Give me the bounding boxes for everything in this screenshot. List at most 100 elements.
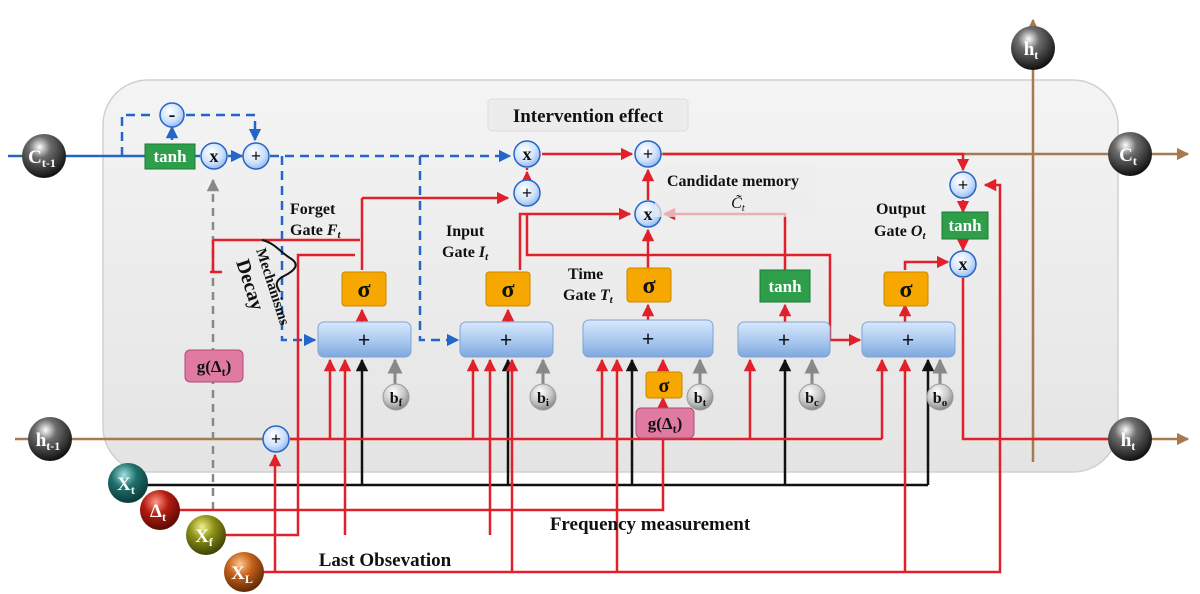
h-out-top-node <box>1011 26 1055 70</box>
gate-labels: Forget Gate Ft Input Gate It Time Gate T… <box>290 201 926 306</box>
input-sigma-box <box>485 271 531 307</box>
output-plus: + <box>902 327 915 352</box>
g-delta-left-label: g(Δt) <box>197 357 232 379</box>
title-box <box>487 98 689 132</box>
forget-plus: + <box>358 327 371 352</box>
time-sigma-box <box>626 267 672 303</box>
bias-node-o <box>926 383 954 411</box>
output-plus-sign: + <box>958 175 968 195</box>
input-gate-box <box>459 321 554 358</box>
output-gate-box <box>861 321 956 358</box>
output-times-sign: x <box>959 254 968 274</box>
operator-signs: - x + x + + x + x + <box>169 104 968 449</box>
input-node-delta <box>140 490 180 530</box>
candidate-tanh-box <box>759 269 811 303</box>
bias-label-t: bt <box>694 390 707 409</box>
sigma-labels: σ σ σ σ σ <box>357 273 912 397</box>
blue-dashed-paths <box>120 113 512 347</box>
bias-node-i <box>529 383 557 411</box>
delta-sigma: σ <box>659 375 670 397</box>
cell-plus-operator <box>634 140 662 168</box>
minus-sign: - <box>169 104 176 126</box>
input-label-delta: Δt <box>150 501 166 524</box>
c-prev-node <box>22 134 66 178</box>
bias-nodes <box>382 383 954 411</box>
tanh-boxes <box>144 143 989 303</box>
output-tanh: tanh <box>948 216 982 235</box>
operators <box>159 102 977 453</box>
gate-plus-signs: + + + + + <box>358 326 915 352</box>
g-delta-box-center <box>635 407 695 439</box>
bias-label-i: bi <box>537 390 549 409</box>
output-sigma: σ <box>899 277 912 303</box>
bias-node-c <box>798 383 826 411</box>
output-tanh-box <box>941 211 989 240</box>
bias-label-o: bo <box>933 390 948 409</box>
g-delta-boxes <box>184 349 695 439</box>
h-prev-label: ht-1 <box>36 430 61 453</box>
h-out-right-node <box>1108 417 1152 461</box>
bias-node-f <box>382 383 410 411</box>
time-sigma: σ <box>642 273 655 299</box>
candidate-memory-label: Candidate memory <box>667 173 799 190</box>
forget-gate-label: Forget <box>290 201 336 218</box>
forget-times-sign: x <box>523 144 532 164</box>
cell-panel <box>102 79 1119 473</box>
candidate-gate-box <box>737 321 831 358</box>
bias-node-t <box>686 383 714 411</box>
h-prev-node <box>28 417 72 461</box>
output-gate-label: Output <box>876 201 926 218</box>
decay-plus-operator <box>242 142 270 170</box>
hidden-plus-sign: + <box>271 429 281 449</box>
output-gate-var: Gate Ot <box>874 223 926 242</box>
candidate-times-sign: x <box>644 204 653 224</box>
hidden-plus-operator <box>262 425 290 453</box>
output-sigma-box <box>883 271 929 307</box>
sigma-boxes <box>341 267 929 399</box>
decay-times-operator <box>200 142 228 170</box>
h-out-top-label: ht <box>1024 39 1039 62</box>
time-gate-box <box>582 319 714 358</box>
decay-times-sign: x <box>210 146 219 166</box>
output-times-operator <box>949 250 977 278</box>
output-plus-operator <box>949 171 977 199</box>
input-plus-operator <box>513 179 541 207</box>
gate-boxes <box>317 319 956 358</box>
time-plus: + <box>642 326 655 351</box>
input-gate-label: Input <box>446 223 485 240</box>
minus-operator <box>159 102 185 128</box>
input-node-xf <box>186 515 226 555</box>
input-label-xt: Xt <box>117 474 135 497</box>
c-prev-label: Ct-1 <box>28 147 56 170</box>
input-node-xt <box>108 463 148 503</box>
candidate-plus: + <box>778 327 791 352</box>
forget-gate-box <box>317 321 412 358</box>
c-next-node <box>1108 132 1152 176</box>
bias-arrows <box>387 358 948 385</box>
forget-gate-var: Gate Ft <box>290 222 342 241</box>
c-next-label: Ct <box>1119 145 1137 168</box>
decay-plus-sign: + <box>251 146 261 166</box>
cell-input-tanh: tanh <box>153 147 187 166</box>
forget-sigma: σ <box>357 277 370 303</box>
input-gate-var: Gate It <box>442 244 489 263</box>
decay-brace <box>261 239 297 293</box>
external-labels: Ct-1 Ct ht-1 ht ht Xt Δt Xf XL <box>28 39 1137 586</box>
forget-times-operator <box>513 140 541 168</box>
bias-label-c: bc <box>805 390 819 409</box>
input-label-xf: Xf <box>195 526 214 549</box>
input-sigma: σ <box>501 277 514 303</box>
bias-label-f: bf <box>390 390 403 409</box>
input-node-xl <box>224 552 264 592</box>
cell-plus-sign: + <box>643 144 653 164</box>
time-gate-label: Time <box>568 266 603 283</box>
input-plus-sign: + <box>522 183 532 203</box>
red-paths <box>175 147 1110 574</box>
delta-sigma-box <box>645 371 683 399</box>
input-label-xl: XL <box>231 563 253 586</box>
g-delta-box-left <box>184 349 244 383</box>
h-out-right-label: ht <box>1121 430 1136 453</box>
candidate-tanh: tanh <box>768 277 802 296</box>
bias-labels: bf bi bt bc bo <box>390 390 948 409</box>
